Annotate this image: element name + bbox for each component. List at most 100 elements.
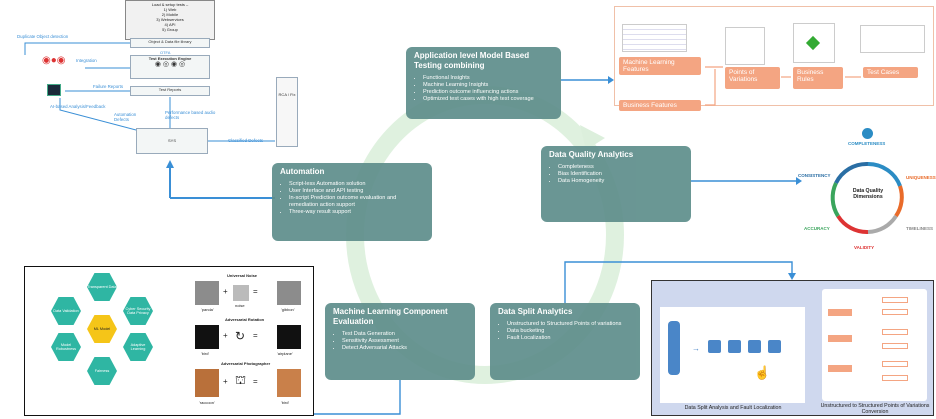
node-b (828, 335, 852, 342)
automation-defects-label: Automation Defects (114, 112, 137, 122)
bucket-3 (748, 340, 761, 353)
app-level-item: Optimized test cases with high test cove… (423, 96, 553, 103)
leaf-5 (882, 361, 908, 367)
data-quality-item: Data Homogeneity (558, 178, 683, 185)
caption-adversarial-rotation: Adversarial Rotation (225, 317, 265, 322)
label-raccoon: 'raccoon' (199, 400, 215, 405)
performance-defects-label: Performance based audio defects (165, 110, 216, 120)
ml-component-item: Sensitivity Assessment (342, 338, 467, 345)
automation-title: Automation (280, 167, 325, 176)
split-left-caption: Data Split Analysis and Fault Localizati… (684, 405, 782, 411)
bucket-4 (768, 340, 781, 353)
dq-dimensions: Data Quality Dimensions COMPLETENESS CON… (798, 128, 936, 256)
input-block (668, 321, 680, 375)
ml-panel: Transparent Data Data Validation Cyber S… (24, 266, 314, 416)
plus-icon-2: + (223, 331, 228, 340)
data-quality-item: Completeness (558, 164, 683, 171)
leaf-2 (882, 309, 908, 315)
stage-automation: Automation Script-less Automation soluti… (272, 163, 432, 241)
integration-label: Integration (76, 58, 97, 63)
equals-icon: = (253, 287, 258, 296)
app-level-title: Application level Model Based Testing co… (414, 51, 530, 70)
business-rules-thumb (793, 23, 835, 63)
test-cases-label: Test Cases (863, 67, 918, 78)
data-split-item: Unstructured to Structured Points of var… (507, 321, 632, 328)
check-icon (862, 128, 873, 139)
leaf-1 (882, 297, 908, 303)
test-engine-label: Test Execution Engine (148, 56, 192, 61)
gibbon-image (277, 281, 301, 305)
object-library-box: Object & Data file library (130, 38, 210, 48)
sys-box: SYS (136, 128, 208, 154)
noise-image (233, 285, 249, 301)
arrow-head (608, 76, 614, 84)
caption-adversarial-photographer: Adversarial Photographer (221, 361, 271, 366)
label-panda: 'panda' (201, 307, 214, 312)
variations-thumb (725, 27, 765, 65)
pointer-hand-icon: ☝ (754, 365, 771, 380)
airplane-image (277, 325, 301, 349)
node-c (828, 365, 852, 372)
dq-accuracy: ACCURACY (804, 226, 830, 231)
data-split-item: Fault Localization (507, 335, 632, 342)
node-a (828, 309, 852, 316)
mbt-connectors (705, 66, 861, 106)
data-split-title: Data Split Analytics (498, 307, 573, 316)
automation-item: Script-less Automation solution (289, 181, 424, 188)
split-right-diagram (822, 289, 927, 401)
ml-to-panel-line (314, 380, 401, 415)
failure-reports-label: Failure Reports (93, 84, 124, 89)
bird-photo-image (277, 369, 301, 397)
app-level-item: Machine Learning Insights (423, 82, 553, 89)
camera-tripod-icon: ⛫ (235, 373, 247, 387)
automation-item: User Interface and API testing (289, 188, 424, 195)
otfa-label: OTFA (160, 50, 171, 55)
dq-validity: VALIDITY (854, 245, 875, 250)
analysis-to-sys-line (59, 98, 137, 131)
ml-component-item: Detect Adversarial Attacks (342, 345, 467, 352)
arrow-head-up (166, 160, 174, 168)
dq-timeliness: TIMELINESS (906, 226, 934, 231)
label-bird: 'bird' (201, 351, 210, 356)
ml-component-title: Machine Learning Component Evaluation (333, 307, 448, 326)
ml-features-label: Machine Learning Features (619, 57, 701, 75)
monitor-icon (47, 84, 61, 96)
panda-image (195, 281, 219, 305)
dq-consistency: CONSISTENCY (798, 173, 831, 178)
integration-icons: ◉●◉ (42, 55, 66, 66)
equals-icon-2: = (253, 331, 258, 340)
dq-center-label: Data Quality Dimensions (852, 188, 884, 200)
rca-box: RCA / Fix (276, 77, 298, 147)
mbt-panel: Machine Learning Features Business Featu… (614, 6, 934, 111)
app-level-item: Functional Insights (423, 75, 553, 82)
bucket-2 (728, 340, 741, 353)
test-cases-thumb (860, 25, 925, 53)
test-engine-box: Test Execution Engine ◉ ◎ ◉ ◎ (130, 55, 210, 79)
test-reports-box: Test Reports (130, 86, 210, 96)
plus-icon-3: + (223, 377, 228, 386)
cycle-arrow-head (580, 125, 605, 150)
duplicate-detection-line (24, 42, 130, 55)
caption-universal-noise: Universal Noise (227, 273, 258, 278)
equals-icon-3: = (253, 377, 258, 386)
app-level-item: Prediction outcome influencing actions (423, 89, 553, 96)
ml-component-item: Test Data Generation (342, 331, 467, 338)
ai-analysis-label: AI-based Analysis/Feedback (50, 104, 106, 109)
split-to-panel-line (564, 261, 793, 303)
data-quality-title: Data Quality Analytics (549, 150, 634, 159)
split-right-caption: Unstructured to Structured Points of Var… (820, 403, 930, 415)
automation-item: In-script Prediction outcome evaluation … (289, 195, 424, 209)
data-split-item: Data bucketing (507, 328, 632, 335)
leaf-3 (882, 329, 908, 335)
leaf-4 (882, 343, 908, 349)
stage-app-level-mbt: Application level Model Based Testing co… (406, 47, 561, 119)
business-features-label: Business Features (619, 100, 701, 111)
label-noise: noise (235, 303, 245, 308)
dq-completeness: COMPLETENESS (848, 141, 886, 146)
dq-uniqueness: UNIQUENESS (906, 175, 936, 180)
rotate-icon: ↻ (235, 329, 246, 343)
points-of-variations-label: Points of Variations (725, 67, 780, 89)
automation-item: Three-way result support (289, 209, 424, 216)
